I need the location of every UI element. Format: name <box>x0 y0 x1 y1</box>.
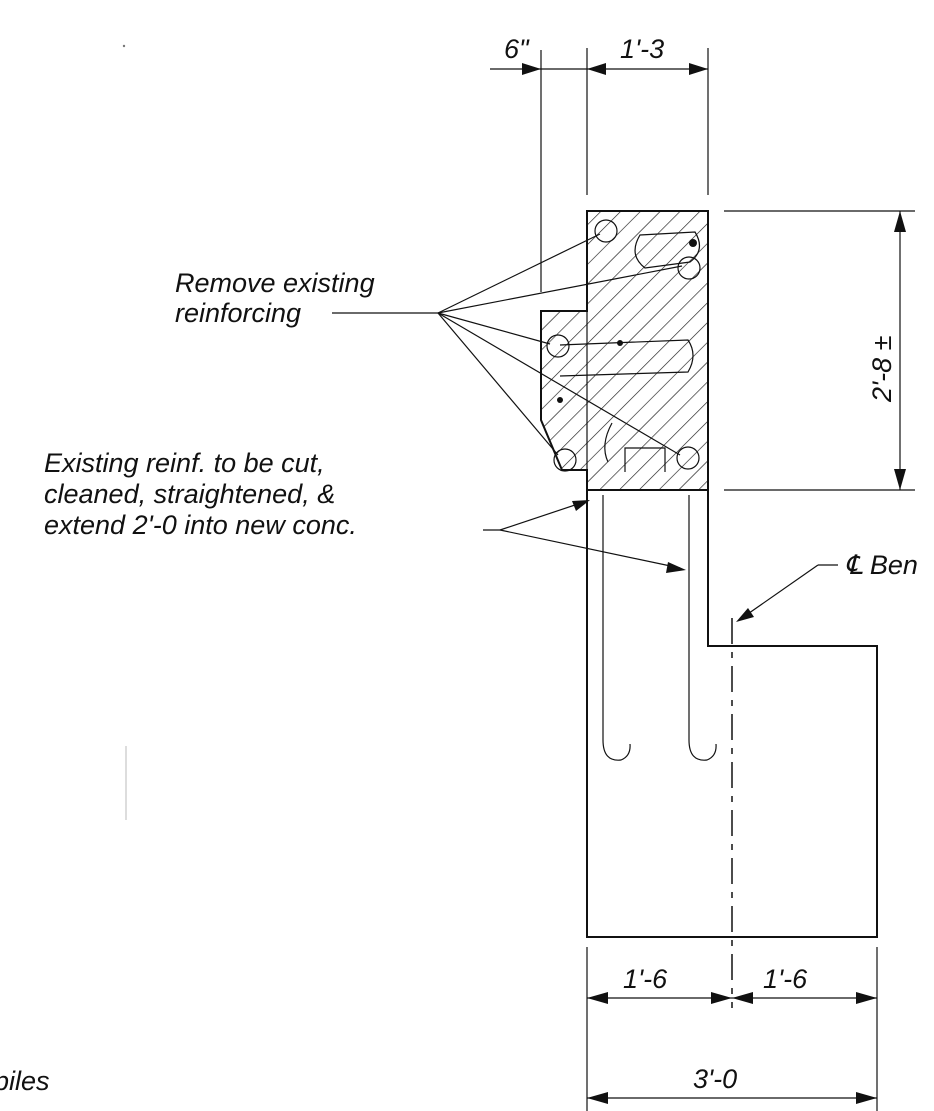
extended-bar-left <box>602 495 631 761</box>
leader-line <box>437 312 551 345</box>
dimension-arrow <box>894 469 906 490</box>
dimension-arrow <box>856 1092 877 1104</box>
dimension-arrow <box>587 63 606 75</box>
partial-label-piles: piles <box>0 1066 50 1096</box>
dimension-arrow <box>522 63 541 75</box>
existing-concrete-section <box>540 210 709 491</box>
leader-line <box>741 564 819 619</box>
note-existing-line1: Existing reinf. to be cut, <box>44 448 325 478</box>
centerline-callout: ℄ Ben <box>736 550 918 622</box>
dimension-label-bottom-total: 3'-0 <box>693 1064 737 1094</box>
rebar-hook-bottom <box>604 422 613 463</box>
extended-reinforcing <box>602 495 717 761</box>
dimension-arrow <box>732 992 753 1004</box>
rebar-bar <box>677 256 701 280</box>
leader-line <box>499 529 681 569</box>
dimension-arrow <box>689 63 708 75</box>
rebar-bar <box>676 446 700 470</box>
rebar-bar <box>553 448 577 472</box>
dimension-arrow <box>587 1092 608 1104</box>
leader-arrow <box>572 500 590 511</box>
rebar-bar <box>546 334 570 358</box>
note-existing-line2: cleaned, straightened, & <box>44 479 335 509</box>
dimension-arrow <box>711 992 732 1004</box>
dimension-label-bottom-right: 1'-6 <box>763 964 808 994</box>
note-remove-line1: Remove existing <box>175 268 375 298</box>
bottom-dimensions: 1'-6 1'-6 3'-0 <box>586 947 878 1111</box>
rebar-loop-middle <box>559 339 694 377</box>
paper-speck <box>122 44 126 48</box>
leader-arrow <box>666 562 686 573</box>
height-dimension: 2'-8 ± <box>724 210 915 491</box>
note-existing-line3: extend 2'-0 into new conc. <box>44 510 357 540</box>
rebar-bar <box>594 219 618 243</box>
leader-line <box>499 501 585 531</box>
leader-line <box>437 233 601 314</box>
note-existing-reinforcing: Existing reinf. to be cut, cleaned, stra… <box>44 448 686 573</box>
leader-line <box>437 312 559 456</box>
centerline-label: ℄ Ben <box>845 550 918 580</box>
rebar-dot <box>617 340 623 346</box>
dimension-arrow <box>894 211 906 232</box>
dimension-label-bottom-left: 1'-6 <box>623 964 668 994</box>
dimension-arrow <box>587 992 608 1004</box>
rebar-dot <box>557 397 563 403</box>
rebar-dot <box>689 239 697 247</box>
extended-bar-right <box>688 495 717 761</box>
dimension-arrow <box>856 992 877 1004</box>
section-notch <box>624 447 666 472</box>
rebar-loop-top <box>634 231 701 269</box>
top-dimensions: 6" 1'-3 <box>490 34 709 292</box>
existing-section-outline <box>540 210 709 491</box>
new-concrete-outline <box>586 490 878 938</box>
leader-line <box>437 312 681 456</box>
leader-line <box>437 265 683 314</box>
dimension-label-top-left: 6" <box>504 34 530 64</box>
note-remove-line2: reinforcing <box>175 298 301 328</box>
dimension-label-height: 2'-8 ± <box>867 336 897 404</box>
dimension-label-top-right: 1'-3 <box>620 34 664 64</box>
leader-arrow <box>736 608 754 622</box>
note-remove-reinforcing: Remove existing reinforcing <box>175 233 683 456</box>
